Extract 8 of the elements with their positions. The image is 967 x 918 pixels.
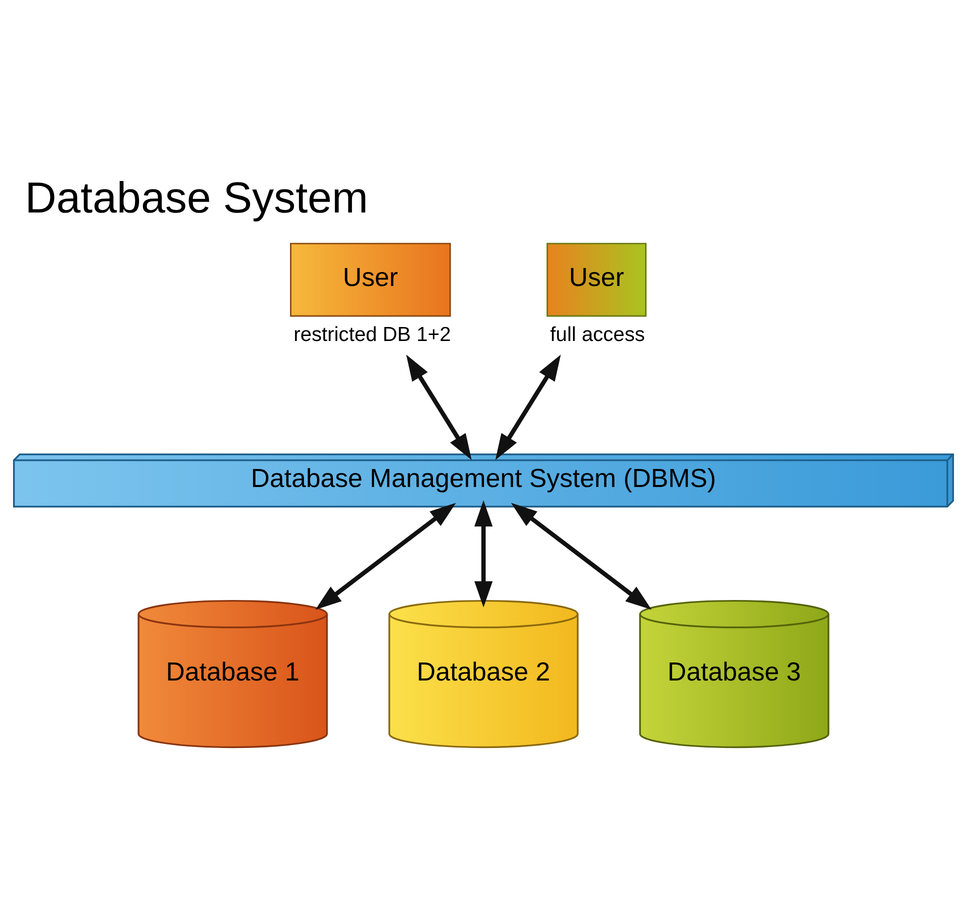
arrow bbox=[474, 500, 493, 607]
diagram-title: Database System bbox=[24, 174, 368, 222]
arrow bbox=[315, 502, 456, 610]
node-label: full access bbox=[550, 323, 645, 346]
arrow bbox=[511, 502, 652, 610]
arrow bbox=[495, 354, 561, 460]
node-label: restricted DB 1+2 bbox=[294, 323, 451, 346]
arrow bbox=[406, 354, 472, 460]
